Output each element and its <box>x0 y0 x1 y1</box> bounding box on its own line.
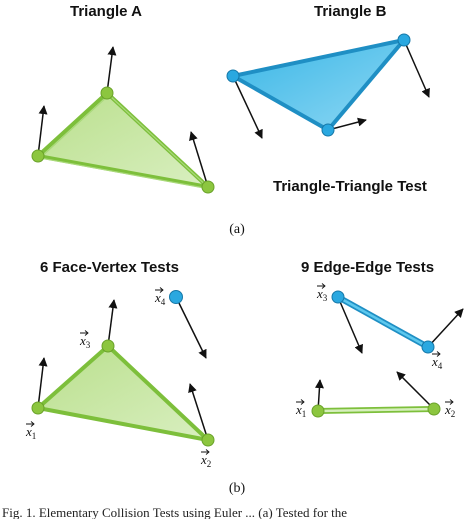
fv-label-x1: x1 <box>25 421 36 441</box>
fv-velocity-arrow-3 <box>107 299 118 347</box>
fv-velocity-arrow-4 <box>175 296 207 359</box>
triangle-b-vertex-1 <box>226 69 240 83</box>
triangle-b-vertex-3 <box>321 123 335 137</box>
ee-vertex-x1 <box>311 404 325 418</box>
face-vertex-title: 6 Face-Vertex Tests <box>40 259 179 276</box>
edge-edge-title: 9 Edge-Edge Tests <box>301 259 434 276</box>
ee-edge-green-highlight <box>316 407 436 413</box>
svg-text:x2: x2 <box>200 452 211 469</box>
figure-footer-text: Fig. 1. Elementary Collision Tests using… <box>2 505 347 519</box>
ee-vertex-x3 <box>331 290 345 304</box>
svg-text:x4: x4 <box>154 290 166 307</box>
triangle-b-velocity-arrow-1 <box>232 75 263 139</box>
ee-label-x2: x2 <box>444 399 455 419</box>
ee-label-x3: x3 <box>316 283 328 303</box>
triangle-a-velocity-arrow-1 <box>37 105 48 157</box>
ee-vertex-x4 <box>421 340 435 354</box>
edge-edge-diagram: x3 x4 x1 x2 <box>295 283 464 419</box>
triangle-a-vertex-1 <box>31 149 45 163</box>
svg-text:x1: x1 <box>295 402 306 419</box>
fv-triangle-face <box>36 344 210 442</box>
svg-text:x3: x3 <box>79 333 91 350</box>
triangle-a-velocity-arrow-2 <box>106 46 117 94</box>
ee-velocity-arrow-3 <box>337 296 363 354</box>
svg-text:x4: x4 <box>431 354 443 371</box>
fv-velocity-arrow-2 <box>188 383 209 441</box>
ee-velocity-arrow-2 <box>396 371 435 410</box>
fv-label-x2: x2 <box>200 449 211 469</box>
fv-label-x4: x4 <box>154 287 166 307</box>
triangle-b-vertex-2 <box>397 33 411 47</box>
triangle-a-title: Triangle A <box>70 3 142 20</box>
triangle-triangle-test-title: Triangle-Triangle Test <box>273 178 427 195</box>
fv-vertex-x2 <box>201 433 215 447</box>
triangle-b-velocity-arrow-2 <box>403 39 430 98</box>
ee-velocity-arrow-4 <box>427 308 464 348</box>
fv-point-x4 <box>169 290 183 304</box>
caption-b: (b) <box>229 481 246 496</box>
triangle-a-vertex-2 <box>100 86 114 100</box>
ee-vertex-x2 <box>427 402 441 416</box>
ee-edge-blue-highlight <box>336 295 430 349</box>
triangle-a-vertex-3 <box>201 180 215 194</box>
triangle-a-velocity-arrow-3 <box>189 131 209 188</box>
ee-label-x4: x4 <box>431 351 443 371</box>
triangle-a <box>31 46 215 194</box>
triangle-b <box>226 33 430 139</box>
svg-text:x3: x3 <box>316 286 328 303</box>
ee-label-x1: x1 <box>295 399 306 419</box>
triangle-a-edge-highlight <box>38 94 212 190</box>
svg-text:x2: x2 <box>444 402 455 419</box>
fv-label-x3: x3 <box>79 330 91 350</box>
fv-vertex-x3 <box>101 339 115 353</box>
svg-text:x1: x1 <box>25 424 36 441</box>
fv-vertex-x1 <box>31 401 45 415</box>
face-vertex-diagram: x1 x3 x2 x4 <box>25 287 215 469</box>
triangle-b-velocity-arrow-3 <box>327 117 367 131</box>
triangle-b-face <box>231 38 406 132</box>
caption-a: (a) <box>229 222 245 237</box>
fv-velocity-arrow-1 <box>37 357 48 409</box>
triangle-b-title: Triangle B <box>314 3 387 20</box>
